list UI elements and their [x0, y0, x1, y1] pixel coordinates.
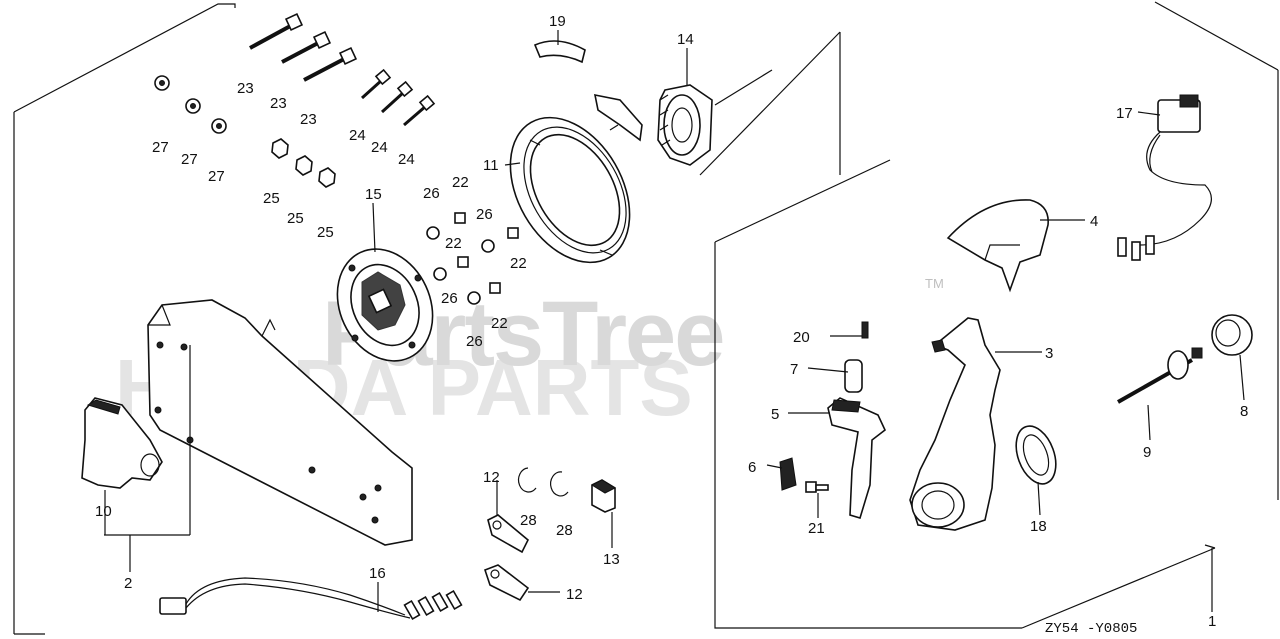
label-22d: 22 [491, 315, 508, 332]
label-4: 4 [1090, 213, 1098, 230]
plate-part-12 [483, 514, 530, 602]
watermark-tm: TM [925, 276, 944, 291]
diagram-code: ZY54 -Y0805 [1045, 621, 1137, 637]
label-10: 10 [95, 503, 112, 520]
label-26d: 26 [466, 333, 483, 350]
label-13: 13 [603, 551, 620, 568]
part-labels: 1 2 3 4 5 6 7 8 9 10 11 12 12 13 14 15 1… [95, 13, 1248, 637]
label-6: 6 [748, 459, 756, 476]
gear-part-14 [657, 84, 713, 166]
fasteners [154, 12, 519, 305]
label-12a: 12 [483, 469, 500, 486]
lever-part-3 [909, 317, 1001, 531]
label-3: 3 [1045, 345, 1053, 362]
label-22b: 22 [445, 235, 462, 252]
label-9: 9 [1143, 444, 1151, 461]
shaft-part-9 [1117, 347, 1203, 404]
hub-part-15 [336, 248, 434, 362]
label-27a: 27 [152, 139, 169, 156]
label-19: 19 [549, 13, 566, 30]
label-20: 20 [793, 329, 810, 346]
pad-part-6 [779, 457, 797, 491]
housing-part-2 [147, 299, 413, 546]
bushing-part-8 [1211, 314, 1253, 356]
switch-part-17 [1117, 94, 1212, 261]
label-7: 7 [790, 361, 798, 378]
label-27b: 27 [181, 151, 198, 168]
block-part-13 [590, 479, 617, 513]
label-2: 2 [124, 575, 132, 592]
label-28b: 28 [556, 522, 573, 539]
label-22a: 22 [452, 174, 469, 191]
bolt-part-21 [805, 481, 829, 493]
screw-part-20 [861, 321, 869, 339]
label-24a: 24 [349, 127, 366, 144]
label-11: 11 [483, 157, 499, 174]
label-16: 16 [369, 565, 386, 582]
label-21: 21 [808, 520, 825, 537]
label-17: 17 [1116, 105, 1133, 122]
label-1: 1 [1208, 613, 1216, 630]
cover-part-10 [81, 397, 163, 489]
label-8: 8 [1240, 403, 1248, 420]
label-23a: 23 [237, 80, 254, 97]
drum-part-11 [509, 116, 631, 264]
cap-part-4 [946, 199, 1049, 293]
label-22c: 22 [510, 255, 527, 272]
assembly-frame [13, 1, 1279, 635]
spring-part-7 [844, 359, 863, 393]
label-23c: 23 [300, 111, 317, 128]
label-5: 5 [771, 406, 779, 423]
link-part-5 [827, 397, 886, 519]
label-25c: 25 [317, 224, 334, 241]
label-18: 18 [1030, 518, 1047, 535]
harness-part-16 [159, 577, 463, 621]
label-26a: 26 [423, 185, 440, 202]
label-28a: 28 [520, 512, 537, 529]
label-25b: 25 [287, 210, 304, 227]
label-24b: 24 [371, 139, 388, 156]
label-27c: 27 [208, 168, 225, 185]
label-15: 15 [365, 186, 382, 203]
leader-lines [104, 30, 1245, 612]
label-26b: 26 [476, 206, 493, 223]
shoe-part-19 [533, 40, 586, 64]
label-12b: 12 [566, 586, 583, 603]
label-23b: 23 [270, 95, 287, 112]
washer-part-18 [1015, 425, 1057, 485]
label-26c: 26 [441, 290, 458, 307]
label-25a: 25 [263, 190, 280, 207]
shoe-plate [593, 93, 643, 142]
label-24c: 24 [398, 151, 415, 168]
label-14: 14 [677, 31, 694, 48]
clip-part-28 [518, 467, 569, 497]
